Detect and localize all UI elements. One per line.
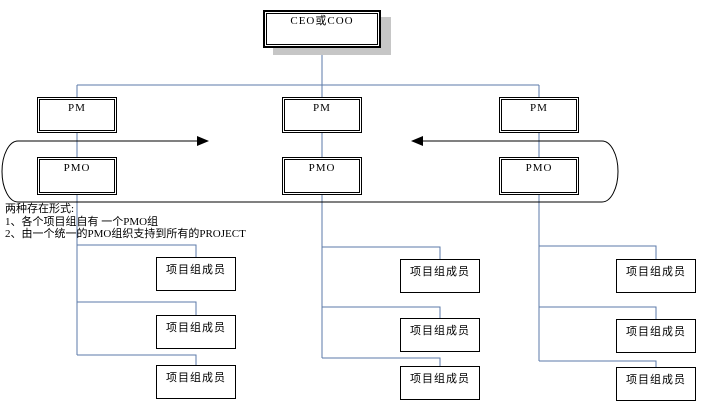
member-label: 项目组成员 [410, 325, 470, 337]
pmo-label: PMO [525, 162, 553, 174]
member-label: 项目组成员 [166, 372, 226, 384]
pmo-label: PMO [63, 162, 91, 174]
pm-label: PM [313, 102, 331, 114]
pmo-box-left: PMO [37, 157, 117, 195]
member-label: 项目组成员 [626, 374, 686, 386]
pmo-box-right: PMO [499, 157, 579, 195]
pmo-box-center: PMO [282, 157, 362, 195]
member-box: 项目组成员 [400, 318, 480, 352]
member-label: 项目组成员 [166, 322, 226, 334]
right-arrow-icon [197, 136, 209, 146]
member-label: 项目组成员 [626, 326, 686, 338]
ceo-label: CEO或COO [290, 15, 354, 27]
hierarchy-connector-lines [76, 48, 657, 367]
member-box: 项目组成员 [156, 257, 236, 291]
member-label: 项目组成员 [410, 373, 470, 385]
member-label: 项目组成员 [166, 264, 226, 276]
annotation-item: 1、各个项目组自有 一个PMO组 [5, 215, 159, 228]
left-arrow-icon [411, 136, 423, 146]
pmo-label: PMO [308, 162, 336, 174]
pm-box-center: PM [282, 97, 362, 133]
annotation-title: 两种存在形式: [5, 203, 75, 215]
pm-label: PM [530, 102, 548, 114]
member-box: 项目组成员 [616, 319, 696, 353]
pmo-scope-outline [1, 140, 619, 203]
ceo-box: CEO或COO [263, 10, 381, 48]
annotation-item: 2、由一个统一的PMO组织支持到所有的PROJECT [5, 228, 246, 240]
member-box: 项目组成员 [400, 259, 480, 293]
annotation: 两种存在形式: 1、各个项目组自有 一个PMO组 2、由一个统一的PMO组织支持… [5, 203, 275, 241]
member-box: 项目组成员 [156, 315, 236, 349]
pm-box-left: PM [37, 97, 117, 133]
member-label: 项目组成员 [626, 266, 686, 278]
member-box: 项目组成员 [616, 259, 696, 293]
member-box: 项目组成员 [156, 365, 236, 399]
member-box: 项目组成员 [616, 367, 696, 401]
pm-box-right: PM [499, 97, 579, 133]
pm-label: PM [68, 102, 86, 114]
member-label: 项目组成员 [410, 266, 470, 278]
member-box: 项目组成员 [400, 366, 480, 400]
